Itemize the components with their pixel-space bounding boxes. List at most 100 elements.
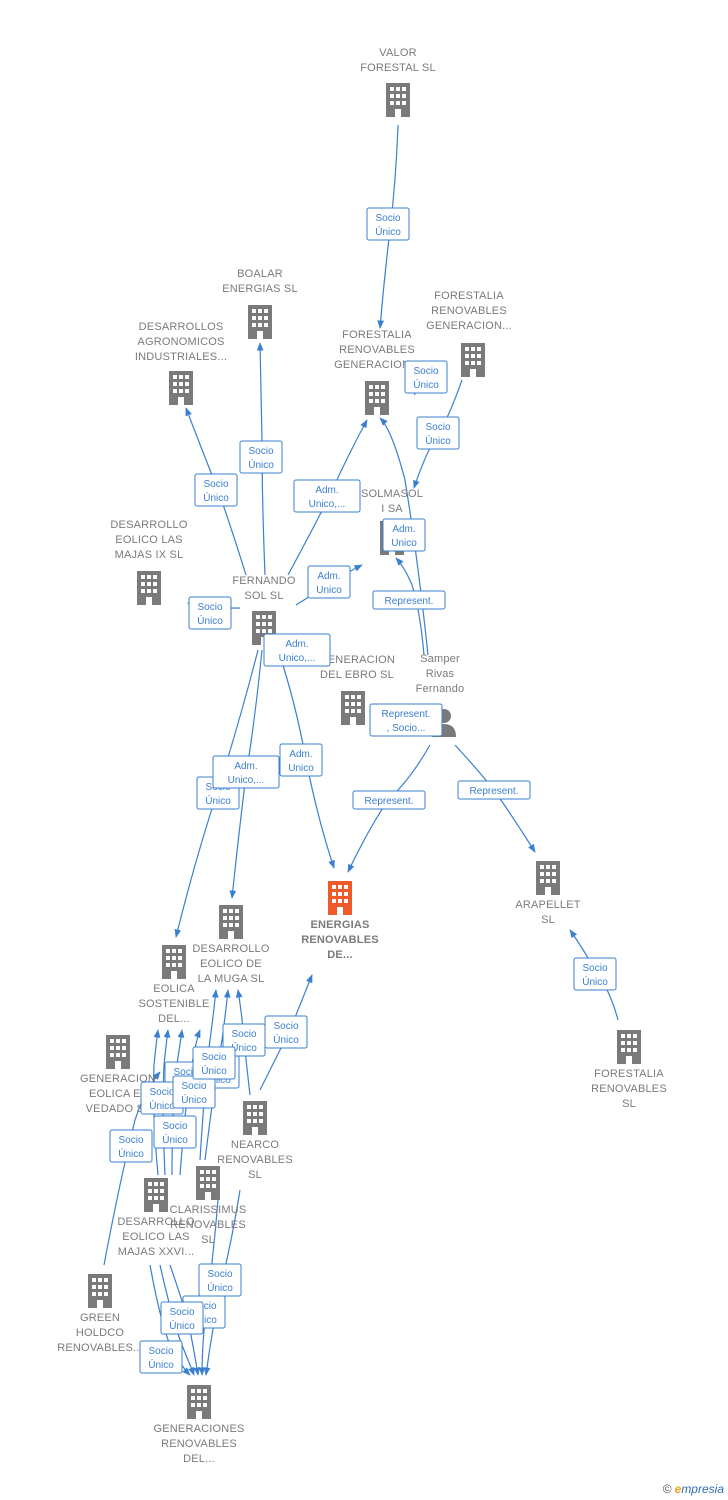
relation-text-line: Adm. (392, 524, 415, 535)
relation-text-line: Unico,... (279, 653, 316, 664)
relation-text-line: Socio (162, 1121, 187, 1132)
node-label-line: GENERACION (319, 654, 395, 666)
relation-label[interactable]: Adm.Unico (279, 743, 323, 777)
node-label-line: GENERACION... (334, 359, 420, 371)
relation-label[interactable]: Represent., Socio... (369, 703, 443, 737)
node-label-line: ENERGIAS SL (222, 283, 298, 295)
relation-text: Represent. (385, 596, 434, 607)
node-label-line: BOALAR (237, 268, 283, 280)
relation-text-line: Socio (197, 602, 222, 613)
relation-label[interactable]: Represent. (372, 590, 446, 610)
relation-label[interactable]: Represent. (352, 790, 426, 810)
node-label-line: INDUSTRIALES... (135, 351, 227, 363)
relation-box (416, 416, 460, 450)
node-label-line: FORESTALIA (434, 290, 504, 302)
relation-label[interactable]: Adm.Unico,... (263, 633, 331, 667)
relation-text-line: Socio (191, 1301, 216, 1312)
node-label-line: SL (201, 1234, 215, 1246)
company-node[interactable]: BOALAR ENERGIAS SL (222, 268, 298, 339)
building-icon (386, 83, 410, 117)
relation-box (194, 473, 238, 507)
relation-label[interactable]: Adm.Unico,... (212, 755, 280, 789)
relation-label[interactable]: Adm.Unico,... (293, 479, 361, 513)
relation-text: Adm.Unico (288, 749, 314, 774)
node-label-line: RENOVABLES... (57, 1342, 143, 1354)
relation-text: Adm.Unico (316, 571, 342, 596)
relation-box (153, 1115, 197, 1149)
relation-text: Adm.Unico (391, 524, 417, 549)
node-label-line: DEL... (183, 1453, 215, 1465)
node-label-line: DESARROLLO (110, 519, 187, 531)
relation-label[interactable]: Adm.Unico (307, 565, 351, 599)
relation-label[interactable]: Adm.Unico (382, 518, 426, 552)
node-label-line: SL (248, 1169, 262, 1181)
building-icon (461, 343, 485, 377)
brand-logo-text[interactable]: mpresia (681, 1482, 724, 1496)
relation-text-line: Único (375, 225, 401, 238)
relation-label[interactable]: Represent. (457, 780, 531, 800)
node-label-line: DESARROLLOS (139, 321, 224, 333)
building-icon (617, 1030, 641, 1064)
node-label-line: FORESTAL SL (360, 62, 436, 74)
relation-text-line: Socio (207, 1269, 232, 1280)
relation-text-line: Socio (413, 366, 438, 377)
relation-text-line: Único (425, 434, 451, 447)
building-icon (536, 861, 560, 895)
node-label-line: LA MUGA SL (198, 973, 265, 985)
relation-text-line: Único (273, 1033, 299, 1046)
relation-text-line: , Socio... (387, 723, 426, 734)
node-label-line: EOLICO LAS (115, 534, 182, 546)
node-label-line: GENERACION... (426, 320, 512, 332)
node-label-line: SL (622, 1098, 636, 1110)
relation-text-line: Represent. (470, 786, 519, 797)
building-icon (88, 1274, 112, 1308)
relation-text: Represent. (365, 796, 414, 807)
